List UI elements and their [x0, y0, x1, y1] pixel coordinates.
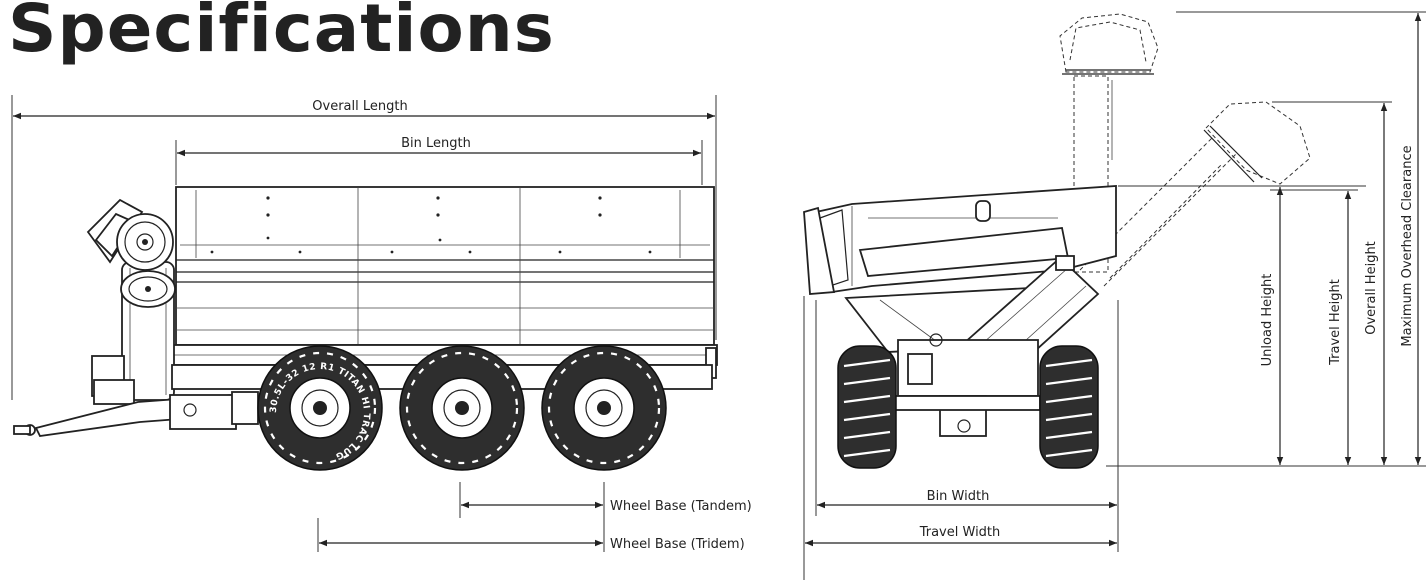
dim-wheel-base-tandem: Wheel Base (Tandem) [459, 482, 752, 552]
front-undercarriage [889, 333, 1041, 437]
label-travel-width: Travel Width [919, 525, 1001, 540]
label-bin-length: Bin Length [401, 136, 471, 151]
dim-travel-height: Travel Height [1328, 191, 1352, 465]
side-tire-1: 30.5L-32 12 R1 TITAN HI TRAC LUG [257, 345, 383, 471]
side-tire-3 [541, 345, 667, 471]
front-view: Bin Width Travel Width Unload Height Tra… [803, 11, 1426, 580]
spout-angled-outline [1079, 101, 1311, 287]
label-overall-length: Overall Length [312, 99, 407, 114]
auger-assembly [86, 198, 176, 405]
dim-bin-length: Bin Length [175, 136, 703, 185]
label-bin-width: Bin Width [927, 489, 990, 504]
side-tire-2 [399, 345, 525, 471]
label-travel-height: Travel Height [1328, 279, 1343, 366]
label-maximum-overhead-clearance: Maximum Overhead Clearance [1400, 145, 1415, 346]
label-wheel-base-tridem: Wheel Base (Tridem) [610, 537, 745, 552]
dim-bin-width: Bin Width [815, 300, 1119, 552]
dim-maximum-overhead-clearance: Maximum Overhead Clearance [1400, 13, 1422, 465]
front-tire-left [837, 345, 897, 469]
front-tire-right [1039, 345, 1099, 469]
label-overall-height: Overall Height [1364, 241, 1379, 335]
dim-travel-width: Travel Width [803, 296, 1117, 580]
spout-raised-outline [1059, 13, 1159, 273]
dim-wheel-base-tridem: Wheel Base (Tridem) [317, 518, 745, 552]
label-wheel-base-tandem: Wheel Base (Tandem) [610, 499, 752, 514]
dim-unload-height: Unload Height [1260, 187, 1284, 465]
label-unload-height: Unload Height [1260, 274, 1275, 367]
dim-overall-height: Overall Height [1364, 103, 1388, 465]
page-title: Specifications [8, 0, 555, 67]
dim-overall-length: Overall Length [11, 95, 717, 400]
side-view: 30.5L-32 12 R1 TITAN HI TRAC LUG Overall… [11, 95, 752, 552]
